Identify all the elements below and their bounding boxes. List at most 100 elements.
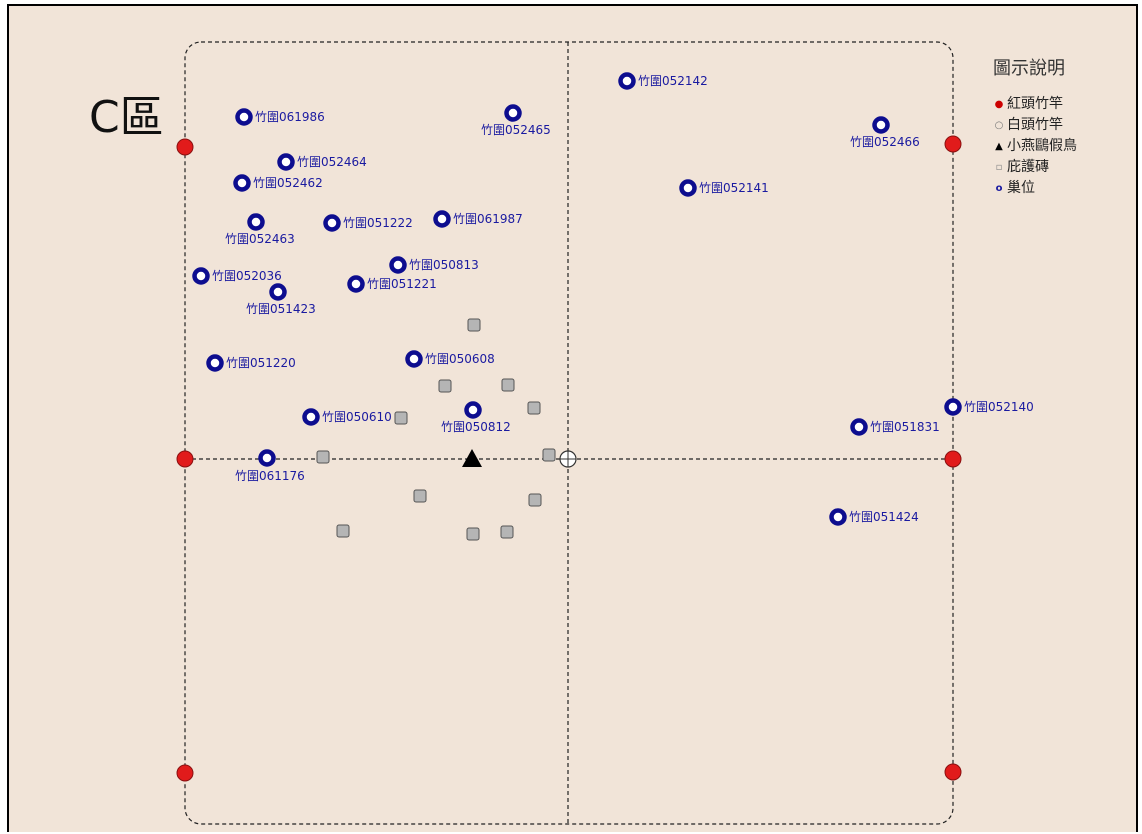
nest-marker[interactable]: 竹圍050813 xyxy=(389,256,479,274)
nest-ring xyxy=(258,449,276,467)
nest-ring xyxy=(850,418,868,436)
nest-ring xyxy=(347,275,365,293)
nest-ring xyxy=(192,267,210,285)
nest-marker[interactable]: 竹圍050610 xyxy=(302,408,392,426)
legend-label: 小燕鷗假鳥 xyxy=(1007,138,1077,154)
nest-ring xyxy=(206,354,224,372)
nest-icon: o xyxy=(995,183,1003,194)
nest-ring xyxy=(405,350,423,368)
nest-marker[interactable]: 竹圍051424 xyxy=(829,508,919,526)
shelter-tiles xyxy=(316,318,556,541)
nest-marker[interactable]: 竹圍052142 xyxy=(618,72,708,90)
zone-title: C區 xyxy=(89,92,164,143)
nest-marker[interactable]: 竹圍051221 xyxy=(347,275,437,293)
nest-marker[interactable]: 竹圍051222 xyxy=(323,214,413,232)
nest-label: 竹圍061987 xyxy=(453,212,523,226)
decoy-bird xyxy=(462,449,482,467)
nest-ring xyxy=(618,72,636,90)
nest-marker[interactable]: 竹圍050608 xyxy=(405,350,495,368)
white-pole xyxy=(559,450,577,468)
nest-marker[interactable]: 竹圍052465 xyxy=(481,104,551,138)
nest-marker[interactable]: 竹圍050812 xyxy=(441,401,511,435)
shelter-tile-icon: ▫ xyxy=(995,162,1003,173)
nest-label: 竹圍052465 xyxy=(481,123,551,137)
shelter-tile xyxy=(438,379,452,393)
nest-ring xyxy=(389,256,407,274)
nest-marker[interactable]: 竹圍052140 xyxy=(944,398,1034,416)
legend-title: 圖示說明 xyxy=(993,58,1065,79)
nest-label: 竹圍061176 xyxy=(235,469,305,483)
legend-label: 庇護磚 xyxy=(1007,159,1049,175)
nest-marker[interactable]: 竹圍061986 xyxy=(235,108,325,126)
nest-marker[interactable]: 竹圍051220 xyxy=(206,354,296,372)
decoy-icon: ▲ xyxy=(995,141,1003,152)
nest-label: 竹圍052464 xyxy=(297,155,367,169)
nest-label: 竹圍050610 xyxy=(322,410,392,424)
nest-marker[interactable]: 竹圍052462 xyxy=(233,174,323,192)
nest-marker[interactable]: 竹圍052464 xyxy=(277,153,367,171)
nest-marker[interactable]: 竹圍061987 xyxy=(433,210,523,228)
nest-marker[interactable]: 竹圍051423 xyxy=(246,283,316,317)
nest-marker[interactable]: 竹圍061176 xyxy=(235,449,305,484)
legend-item-shelter-tile: ▫ 庇護磚 xyxy=(993,157,1103,178)
nest-label: 竹圍052036 xyxy=(212,269,282,283)
nest-ring xyxy=(944,398,962,416)
nest-ring xyxy=(302,408,320,426)
nest-ring xyxy=(464,401,482,419)
shelter-tile xyxy=(527,401,541,415)
legend-item-nest: o 巢位 xyxy=(993,178,1103,199)
legend-label: 巢位 xyxy=(1007,180,1035,196)
nest-marker[interactable]: 竹圍051831 xyxy=(850,418,940,436)
legend-label: 紅頭竹竿 xyxy=(1007,96,1063,112)
red-pole xyxy=(944,135,962,153)
nest-label: 竹圍051222 xyxy=(343,216,413,230)
nest-label: 竹圍052142 xyxy=(638,74,708,88)
legend-item-decoy: ▲ 小燕鷗假鳥 xyxy=(993,136,1103,157)
shelter-tile xyxy=(394,411,408,425)
nest-label: 竹圍051220 xyxy=(226,356,296,370)
shelter-tile xyxy=(466,527,480,541)
red-pole xyxy=(944,450,962,468)
nest-label: 竹圍052141 xyxy=(699,181,769,195)
shelter-tile xyxy=(501,378,515,392)
nest-ring xyxy=(679,179,697,197)
nest-label: 竹圍052462 xyxy=(253,176,323,190)
nest-label: 竹圍052466 xyxy=(850,135,920,149)
nest-ring xyxy=(504,104,522,122)
red-pole-icon: ● xyxy=(994,99,1004,110)
nest-label: 竹圍052463 xyxy=(225,232,295,246)
nest-marker[interactable]: 竹圍052463 xyxy=(225,213,295,247)
legend-label: 白頭竹竿 xyxy=(1007,117,1063,133)
nest-marker[interactable]: 竹圍052036 xyxy=(192,267,282,285)
shelter-tile xyxy=(336,524,350,538)
nest-marker[interactable]: 竹圍052141 xyxy=(679,179,769,197)
nest-marker[interactable]: 竹圍052466 xyxy=(850,116,920,150)
nest-ring xyxy=(277,153,295,171)
nest-ring xyxy=(872,116,890,134)
shelter-tile xyxy=(500,525,514,539)
shelter-tile xyxy=(413,489,427,503)
nest-ring xyxy=(269,283,287,301)
map-frame: C區 xyxy=(7,4,1138,832)
nest-label: 竹圍051831 xyxy=(870,420,940,434)
nests: 竹圍061986 竹圍052465 竹圍052142 竹圍052466 竹圍05… xyxy=(192,72,1034,526)
nest-label: 竹圍061986 xyxy=(255,110,325,124)
nest-ring xyxy=(829,508,847,526)
nest-label: 竹圍051423 xyxy=(246,302,316,316)
nest-map: C區 xyxy=(89,41,1034,825)
nest-label: 竹圍052140 xyxy=(964,400,1034,414)
nest-label: 竹圍051424 xyxy=(849,510,919,524)
zone-boundary xyxy=(184,41,954,825)
nest-label: 竹圍050812 xyxy=(441,420,511,434)
red-pole xyxy=(944,763,962,781)
nest-ring xyxy=(235,108,253,126)
legend-item-red-pole: ●紅頭竹竿 xyxy=(993,94,1103,115)
nest-ring xyxy=(247,213,265,231)
red-pole xyxy=(176,138,194,156)
nest-ring xyxy=(433,210,451,228)
shelter-tile xyxy=(316,450,330,464)
red-pole xyxy=(176,764,194,782)
nest-label: 竹圍051221 xyxy=(367,277,437,291)
nest-ring xyxy=(323,214,341,232)
